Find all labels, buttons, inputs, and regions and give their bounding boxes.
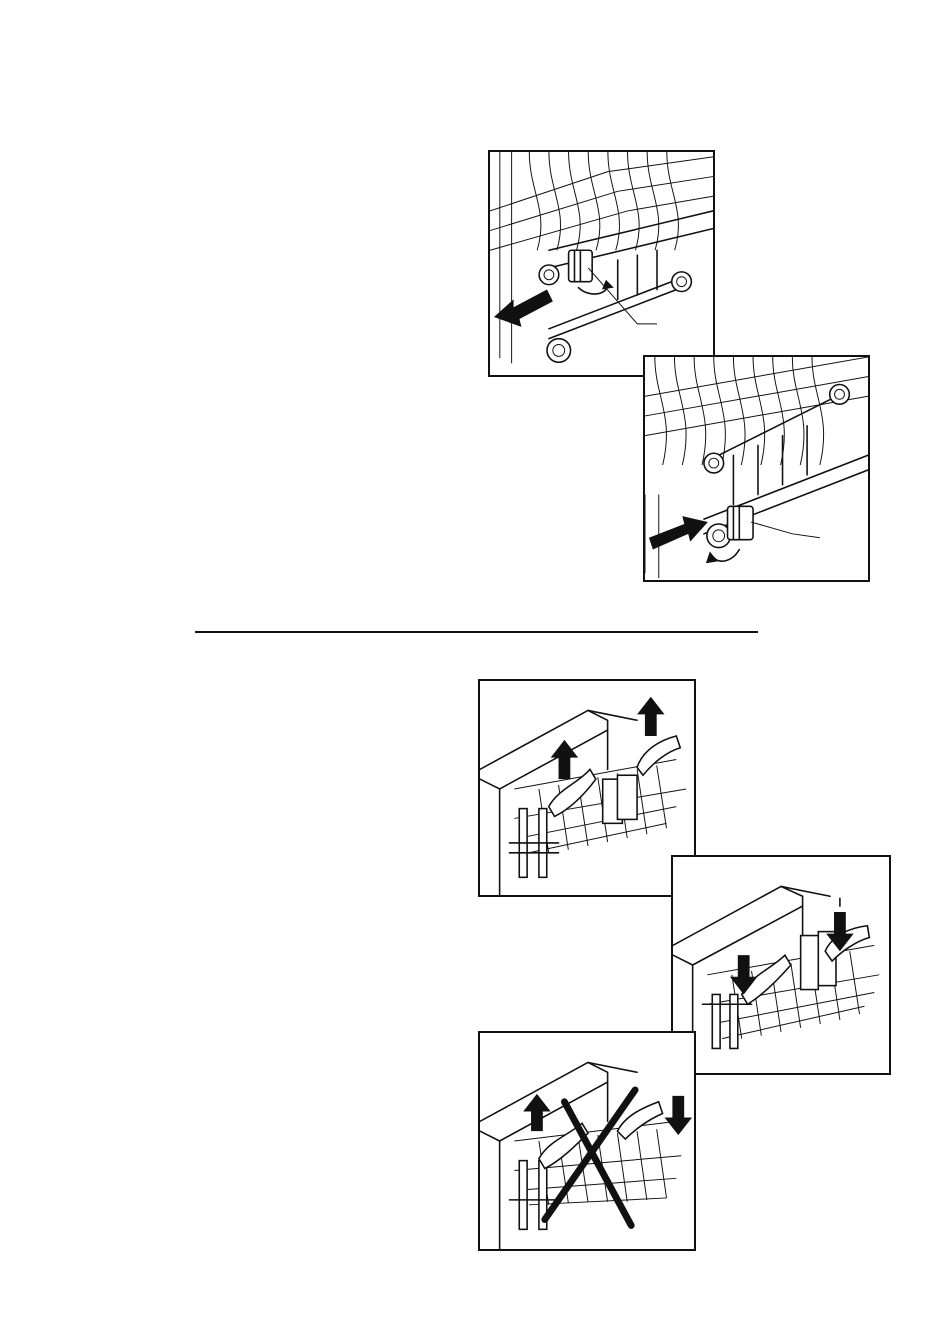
illustration-rack-wheel-push [645,357,868,580]
figure-rack-lift [478,679,696,897]
section-divider [195,631,758,633]
illustration-rack-press-both [673,857,889,1073]
illustration-rack-one-side [480,1033,694,1249]
figure-bracket-push [643,355,870,582]
figure-rack-one-side-incorrect [478,1031,696,1251]
figure-bracket-pull [488,150,715,377]
illustration-rack-lift-both [480,681,694,895]
illustration-rack-wheel-pull [490,152,713,375]
figure-rack-press-down [671,855,891,1075]
